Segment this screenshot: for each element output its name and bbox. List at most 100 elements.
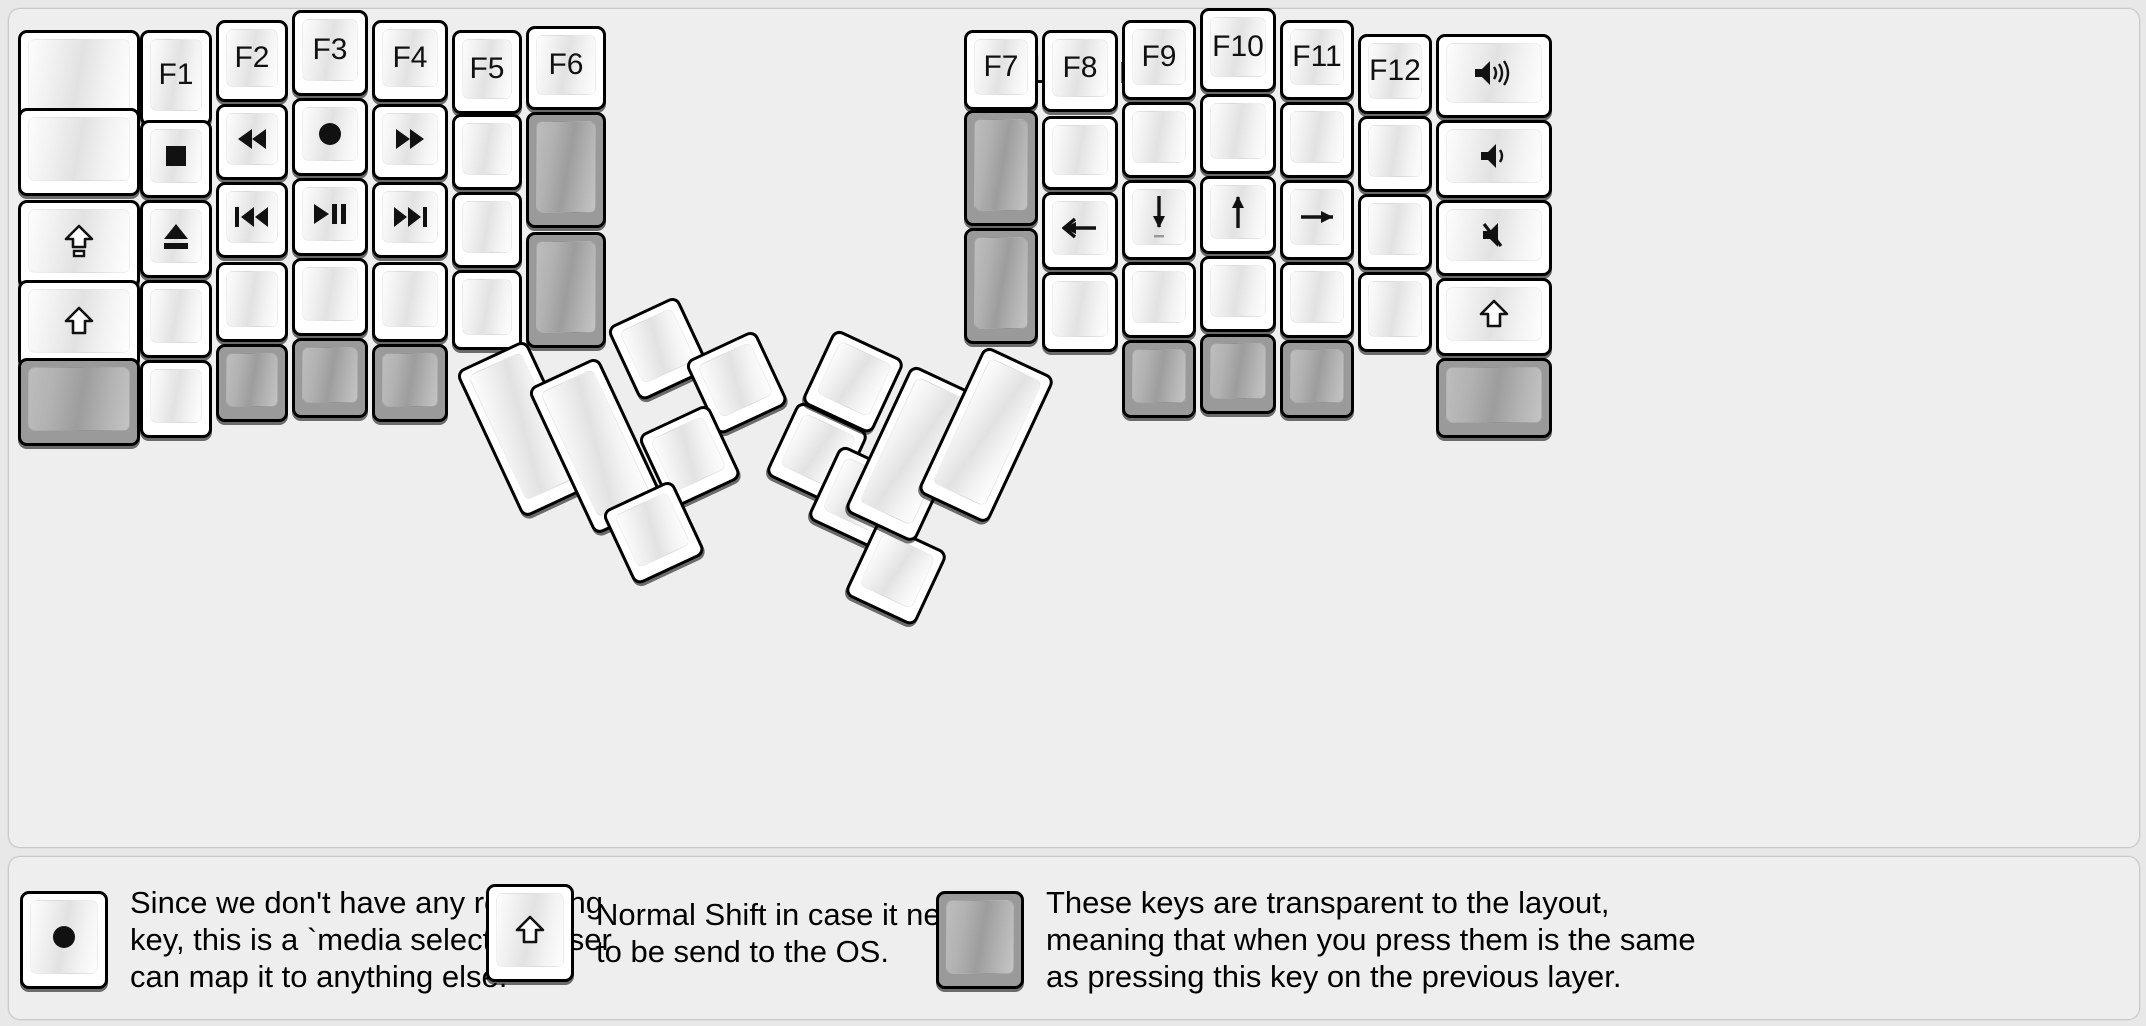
key-left-c5-r3[interactable] (372, 182, 448, 258)
key-right-c7-r3[interactable] (1436, 200, 1552, 276)
key-right-c4-r2[interactable] (1200, 94, 1276, 174)
legend-item-transparent: These keys are transparent to the layout… (936, 884, 1696, 996)
shift-icon (28, 289, 130, 353)
key-right-c4-r4[interactable] (1200, 256, 1276, 332)
key-left-c3-r3[interactable] (216, 182, 288, 258)
key-left-c3-r1[interactable]: F2 (216, 20, 288, 102)
key-right-c2-r1[interactable]: F8 (1042, 30, 1118, 112)
key-left-c2-r5[interactable] (140, 360, 212, 438)
key-right-c3-r5[interactable] (1122, 340, 1196, 418)
key-label (1290, 271, 1344, 323)
key-left-c5-r2[interactable] (372, 104, 448, 180)
key-right-c5-r3[interactable] (1280, 180, 1354, 260)
key-left-c1-r2[interactable] (18, 108, 140, 196)
key-label (618, 307, 696, 385)
key-right-c6-r3[interactable] (1358, 194, 1432, 270)
key-left-c5-r5[interactable] (372, 344, 448, 422)
volume-mute-icon (1482, 223, 1503, 247)
media-stop-icon (166, 146, 186, 166)
key-left-c2-r3[interactable] (140, 200, 212, 278)
key-right-c3-r3[interactable] (1122, 180, 1196, 260)
key-label (613, 491, 691, 569)
key-label: F9 (1132, 29, 1186, 85)
key-label (1210, 265, 1266, 317)
key-left-c6-r1[interactable]: F5 (452, 30, 522, 114)
arrow-up-icon (1210, 185, 1266, 239)
key-label (150, 369, 202, 423)
key-right-c5-r5[interactable] (1280, 340, 1354, 418)
key-label (974, 119, 1028, 211)
key-right-c3-r2[interactable] (1122, 102, 1196, 178)
key-label (1368, 203, 1422, 255)
key-right-c1-r2[interactable] (964, 110, 1038, 226)
key-right-c2-r2[interactable] (1042, 116, 1118, 190)
key-right-c7-r4[interactable] (1436, 278, 1552, 356)
shift-icon (64, 306, 94, 335)
volume-up-icon (1446, 43, 1542, 103)
key-label (1132, 349, 1186, 403)
key-left-c6-r4[interactable] (452, 270, 522, 350)
key-left-c3-r2[interactable] (216, 104, 288, 180)
key-label-text: F10 (1212, 30, 1264, 63)
key-right-c5-r2[interactable] (1280, 102, 1354, 178)
key-left-c7-r2[interactable] (526, 112, 606, 228)
volume-up-icon (1475, 60, 1510, 86)
key-right-c6-r2[interactable] (1358, 116, 1432, 192)
key-label (28, 117, 130, 181)
key-right-c7-r5[interactable] (1436, 358, 1552, 438)
key-left-c6-r3[interactable] (452, 192, 522, 268)
key-label: F6 (536, 35, 596, 95)
key-right-c7-r2[interactable] (1436, 120, 1552, 198)
key-right-c1-r3[interactable] (964, 228, 1038, 344)
key-left-c2-r4[interactable] (140, 280, 212, 358)
key-label: F12 (1368, 43, 1422, 99)
key-right-c6-r1[interactable]: F12 (1358, 34, 1432, 114)
key-label (974, 237, 1028, 329)
key-label-text: F1 (158, 58, 194, 91)
key-label (1368, 125, 1422, 177)
key-left-c1-r5[interactable] (18, 358, 140, 446)
key-left-c3-r5[interactable] (216, 344, 288, 422)
key-left-c4-r5[interactable] (292, 338, 368, 418)
key-right-c3-r1[interactable]: F9 (1122, 20, 1196, 100)
key-left-c4-r1[interactable]: F3 (292, 10, 368, 96)
key-label-text: F12 (1369, 54, 1421, 87)
key-right-c1-r1[interactable]: F7 (964, 30, 1038, 110)
key-label: F4 (382, 29, 438, 87)
key-left-c5-r1[interactable]: F4 (372, 20, 448, 102)
key-right-c2-r3[interactable] (1042, 192, 1118, 270)
caps-lock-icon (28, 209, 130, 273)
key-left-c4-r4[interactable] (292, 258, 368, 336)
key-left-c4-r3[interactable] (292, 178, 368, 256)
key-label (1132, 111, 1186, 163)
key-left-c1-r4[interactable] (18, 280, 140, 368)
media-next-track-icon (382, 191, 438, 243)
key-right-c4-r5[interactable] (1200, 334, 1276, 414)
key-left-c7-r1[interactable]: F6 (526, 26, 606, 110)
key-left-c6-r2[interactable] (452, 114, 522, 190)
key-right-c2-r4[interactable] (1042, 272, 1118, 352)
key-right-c7-r1[interactable] (1436, 34, 1552, 118)
key-left-c7-r3[interactable] (526, 232, 606, 348)
media-play-pause-icon (314, 204, 346, 224)
key-left-c2-r1[interactable]: F1 (140, 30, 212, 126)
key-left-c3-r4[interactable] (216, 262, 288, 342)
key-right-c6-r4[interactable] (1358, 272, 1432, 352)
key-right-c4-r3[interactable] (1200, 176, 1276, 254)
key-right-c5-r4[interactable] (1280, 262, 1354, 338)
key-label-text: F2 (234, 41, 270, 74)
key-label (462, 279, 512, 335)
key-left-c1-r3[interactable] (18, 200, 140, 288)
media-rewind-icon (226, 113, 278, 165)
volume-down-icon (1446, 129, 1542, 183)
caps-lock-icon (64, 224, 94, 258)
key-right-c4-r1[interactable]: F10 (1200, 8, 1276, 92)
media-play-pause-icon (302, 187, 358, 241)
key-right-c5-r1[interactable]: F11 (1280, 20, 1354, 100)
key-left-c4-r2[interactable] (292, 98, 368, 176)
key-right-c3-r4[interactable] (1122, 262, 1196, 338)
key-left-c2-r2[interactable] (140, 120, 212, 198)
key-label (462, 123, 512, 175)
key-left-c5-r4[interactable] (372, 262, 448, 342)
